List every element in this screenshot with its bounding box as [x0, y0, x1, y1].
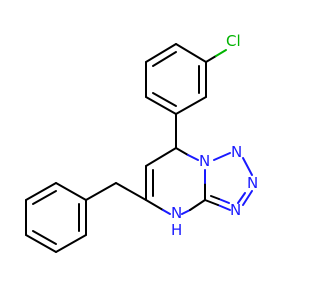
atom-n-tetrazole-1: N — [231, 143, 242, 161]
atom-cl: Cl — [226, 32, 241, 50]
atom-nh: N — [171, 204, 182, 222]
chlorophenyl-ring — [145, 43, 207, 115]
pyrimidine-ring — [145, 147, 206, 215]
atom-n-bridge: N — [199, 152, 210, 170]
atom-n-tetrazole-2: N — [247, 174, 258, 192]
atom-h: H — [171, 221, 182, 239]
tetrazole-ring — [204, 152, 253, 211]
molecule-structure: Cl N N N N N H — [25, 32, 258, 253]
phenyl-ring — [25, 182, 147, 253]
atom-n-tetrazole-3: N — [230, 201, 241, 219]
chlorine-bond — [205, 49, 227, 63]
